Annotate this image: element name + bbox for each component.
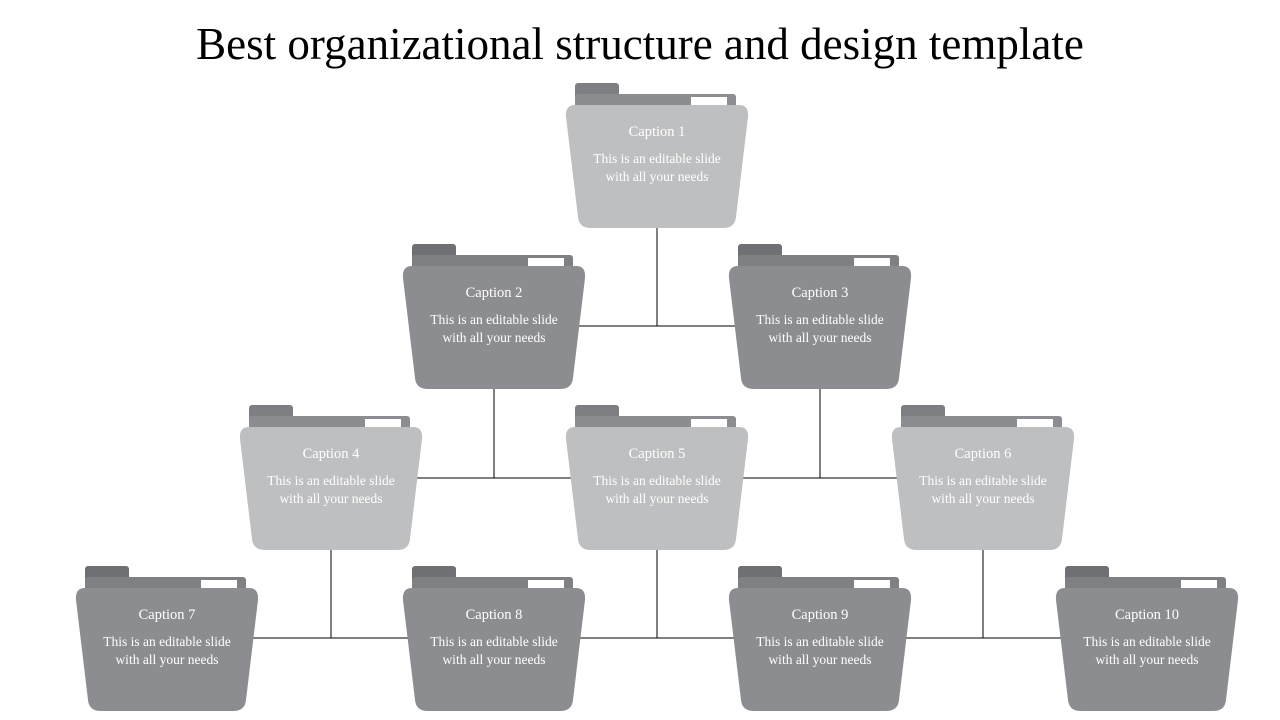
node-description: This is an editable slide with all your … [756,634,884,667]
org-node-1: Caption 1 This is an editable slide with… [565,83,749,228]
node-caption: Caption 9 [791,607,849,623]
node-description: This is an editable slide with all your … [103,634,231,667]
node-caption: Caption 2 [465,285,523,301]
folder-front [565,427,749,550]
org-node-4: Caption 4 This is an editable slide with… [239,405,423,550]
folder-front [402,588,586,711]
org-node-2: Caption 2 This is an editable slide with… [402,244,586,389]
node-caption: Caption 8 [465,607,523,623]
org-node-3: Caption 3 This is an editable slide with… [728,244,912,389]
folder-front [75,588,259,711]
node-description: This is an editable slide with all your … [430,634,558,667]
org-node-9: Caption 9 This is an editable slide with… [728,566,912,711]
node-description: This is an editable slide with all your … [430,312,558,345]
node-description: This is an editable slide with all your … [919,473,1047,506]
folder-front [891,427,1075,550]
node-caption: Caption 3 [791,285,849,301]
node-caption: Caption 6 [954,446,1012,462]
node-description: This is an editable slide with all your … [756,312,884,345]
folder-front [402,266,586,389]
folder-front [239,427,423,550]
folder-front [1055,588,1239,711]
node-description: This is an editable slide with all your … [593,151,721,184]
node-description: This is an editable slide with all your … [593,473,721,506]
folder-front [565,105,749,228]
org-node-10: Caption 10 This is an editable slide wit… [1055,566,1239,711]
page-title: Best organizational structure and design… [196,19,1084,69]
node-caption: Caption 4 [302,446,360,462]
node-caption: Caption 5 [628,446,686,462]
org-node-5: Caption 5 This is an editable slide with… [565,405,749,550]
node-caption: Caption 10 [1114,607,1180,623]
node-caption: Caption 1 [628,124,686,140]
node-description: This is an editable slide with all your … [267,473,395,506]
org-node-6: Caption 6 This is an editable slide with… [891,405,1075,550]
folder-front [728,266,912,389]
folder-front [728,588,912,711]
org-node-8: Caption 8 This is an editable slide with… [402,566,586,711]
node-description: This is an editable slide with all your … [1083,634,1211,667]
node-caption: Caption 7 [138,607,196,623]
org-node-7: Caption 7 This is an editable slide with… [75,566,259,711]
